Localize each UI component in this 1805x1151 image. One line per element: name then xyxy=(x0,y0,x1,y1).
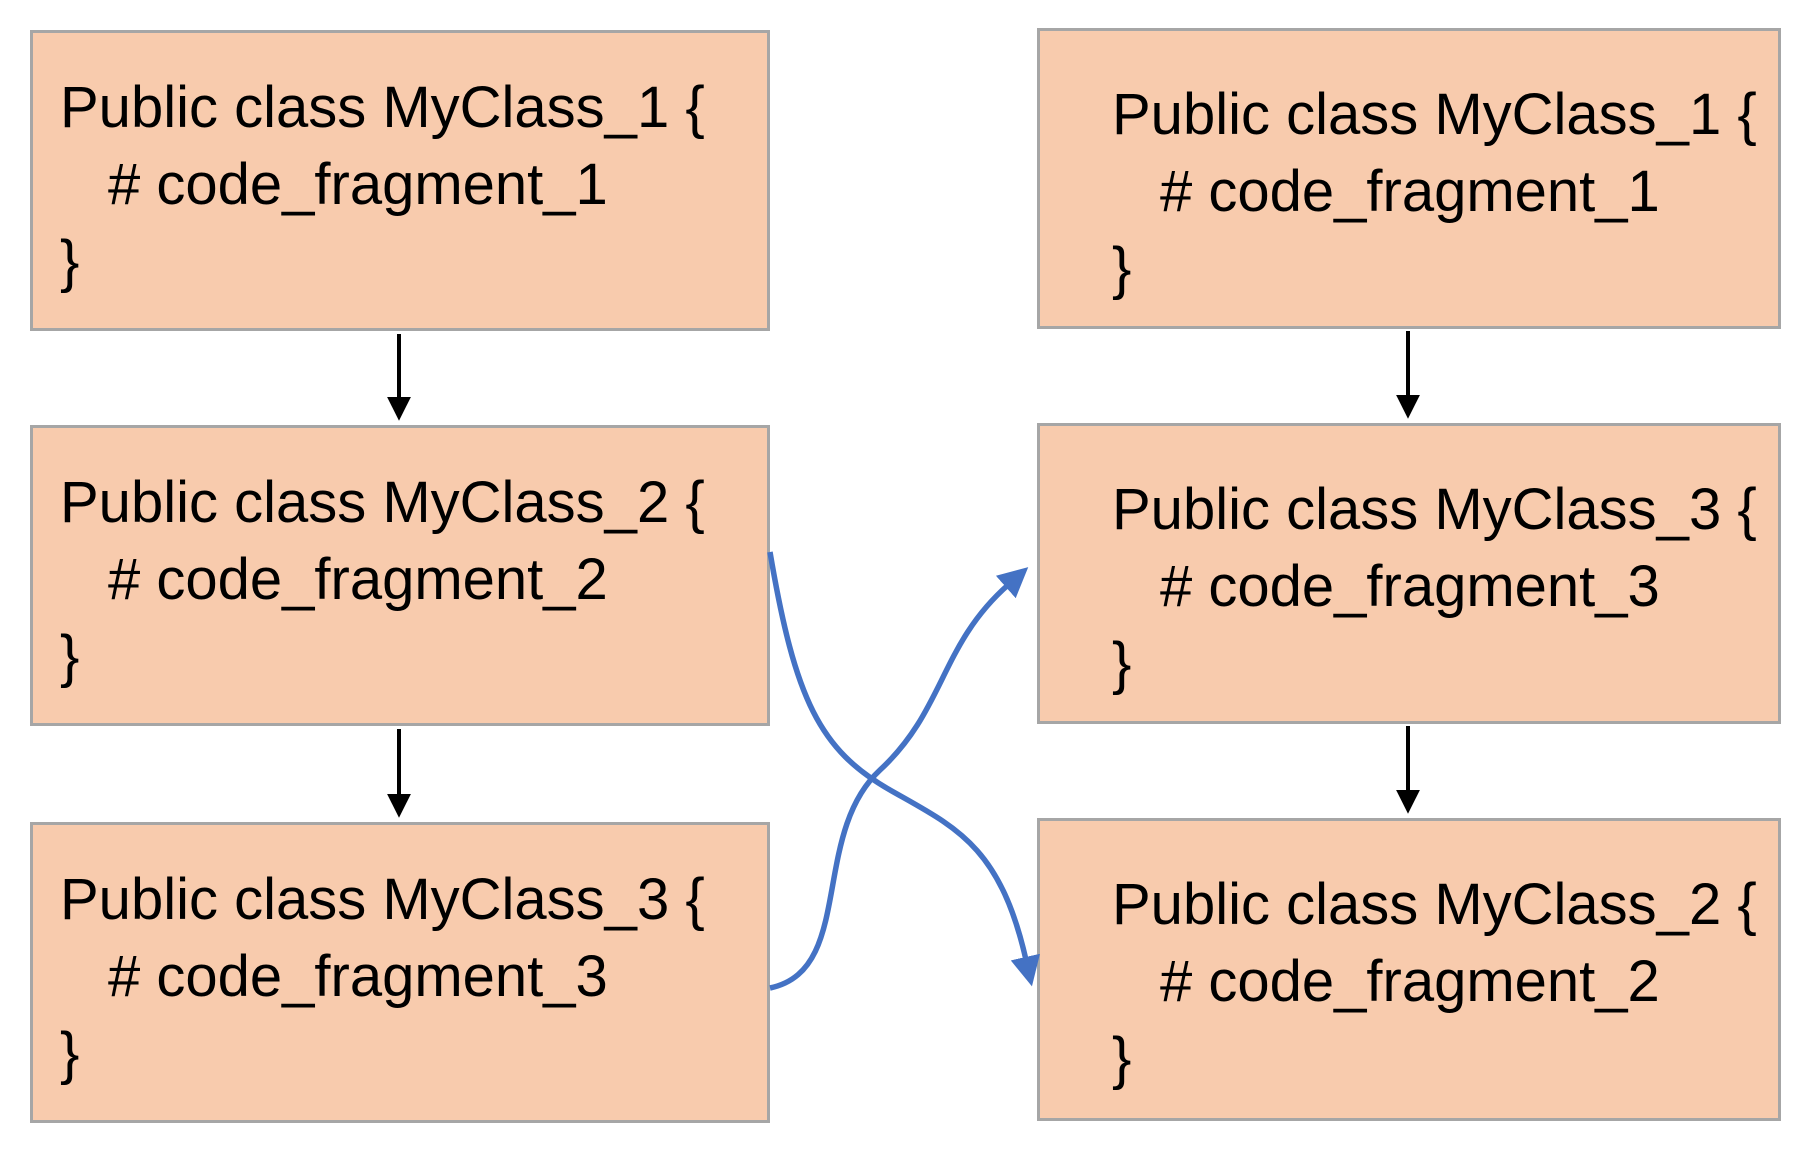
class-box-right-myclass-3: Public class MyClass_3 { # code_fragment… xyxy=(1037,423,1781,724)
closing-brace-line: } xyxy=(60,229,80,294)
swap-arrow-myclass2-icon xyxy=(767,551,1040,987)
class-declaration-line: Public class MyClass_3 { xyxy=(60,867,705,932)
closing-brace-line: } xyxy=(60,1021,80,1086)
code-fragment-line: # code_fragment_1 xyxy=(1160,159,1660,224)
class-box-right-myclass-1: Public class MyClass_1 { # code_fragment… xyxy=(1037,28,1781,329)
code-fragment-line: # code_fragment_2 xyxy=(108,547,608,612)
code-fragment-line: # code_fragment_3 xyxy=(1160,554,1660,619)
swap-arrow-myclass3-icon xyxy=(769,567,1029,991)
class-box-left-myclass-1: Public class MyClass_1 { # code_fragment… xyxy=(30,30,770,331)
class-declaration-line: Public class MyClass_3 { xyxy=(1112,477,1757,542)
code-fragment-line: # code_fragment_2 xyxy=(1160,949,1660,1014)
class-box-left-myclass-3: Public class MyClass_3 { # code_fragment… xyxy=(30,822,770,1123)
class-declaration-line: Public class MyClass_2 { xyxy=(1112,872,1757,937)
class-box-left-myclass-2: Public class MyClass_2 { # code_fragment… xyxy=(30,425,770,726)
closing-brace-line: } xyxy=(1112,1026,1132,1091)
closing-brace-line: } xyxy=(1112,236,1132,301)
class-box-right-myclass-2: Public class MyClass_2 { # code_fragment… xyxy=(1037,818,1781,1121)
closing-brace-line: } xyxy=(1112,631,1132,696)
code-fragment-line: # code_fragment_1 xyxy=(108,152,608,217)
closing-brace-line: } xyxy=(60,624,80,689)
class-declaration-line: Public class MyClass_2 { xyxy=(60,470,705,535)
code-fragment-line: # code_fragment_3 xyxy=(108,944,608,1009)
class-declaration-line: Public class MyClass_1 { xyxy=(1112,82,1757,147)
class-declaration-line: Public class MyClass_1 { xyxy=(60,75,705,140)
